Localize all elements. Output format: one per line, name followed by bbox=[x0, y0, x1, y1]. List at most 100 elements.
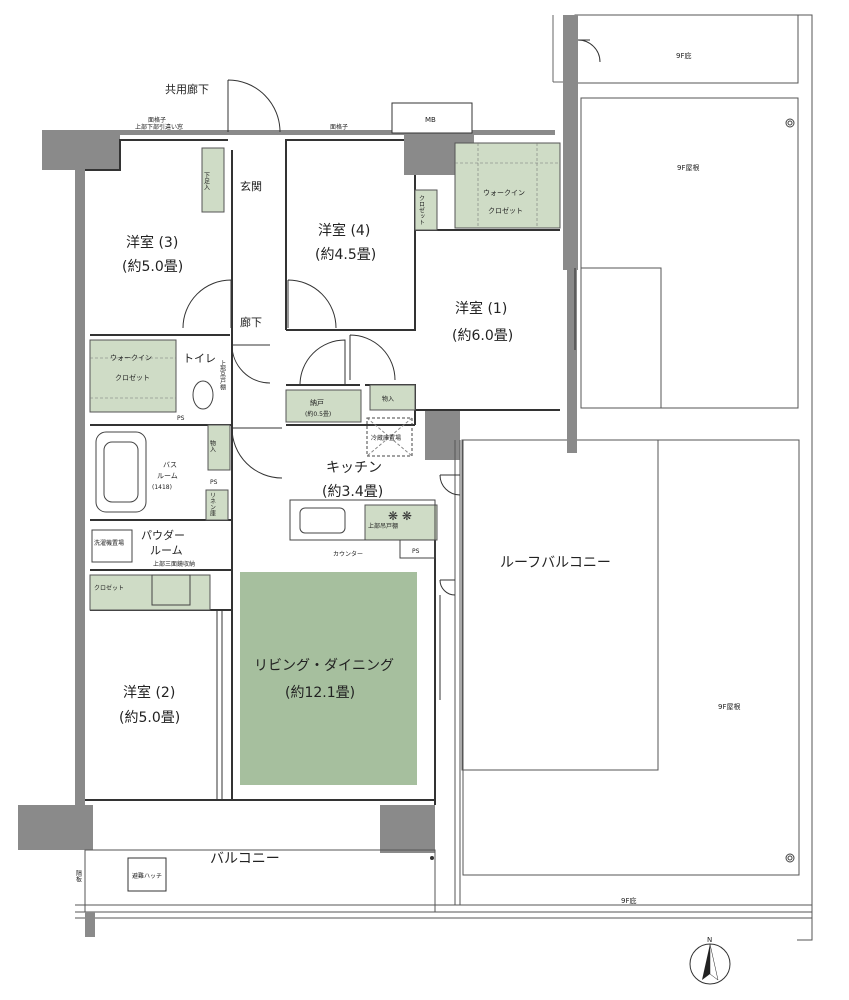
svg-text:9F屋根: 9F屋根 bbox=[718, 702, 740, 711]
wall-right-mid bbox=[567, 268, 577, 453]
partition-wall bbox=[85, 912, 95, 937]
nando bbox=[285, 389, 362, 423]
shoe-storage bbox=[201, 147, 225, 213]
compass-needle-icon bbox=[702, 944, 710, 980]
roof-balcony-door[interactable] bbox=[439, 474, 461, 496]
powder-room-label: パウダー bbox=[141, 528, 185, 542]
column-bottom-mid bbox=[380, 805, 435, 853]
svg-text:クロゼット: クロゼット bbox=[115, 373, 150, 382]
svg-text:(1418): (1418) bbox=[152, 484, 172, 491]
hatch-label: 避難ハッチ bbox=[132, 872, 162, 880]
kitchen-sink bbox=[299, 507, 346, 534]
nando-door[interactable] bbox=[299, 339, 346, 386]
storage-door[interactable] bbox=[349, 334, 396, 381]
bath-door[interactable] bbox=[231, 427, 283, 479]
toilet-label: トイレ bbox=[183, 352, 216, 365]
walk-in-closet-top bbox=[454, 142, 561, 229]
linen-storage bbox=[205, 489, 229, 521]
bathtub bbox=[95, 431, 147, 513]
svg-text:ウォークイン: ウォークイン bbox=[110, 354, 152, 362]
entrance-label: 玄関 bbox=[240, 179, 262, 193]
fridge-spot bbox=[366, 417, 413, 457]
svg-text:面格子: 面格子 bbox=[148, 116, 166, 124]
roof-balcony-panel bbox=[461, 439, 659, 771]
svg-text:9F庇: 9F庇 bbox=[676, 51, 691, 60]
living-dining-size: (約12.1畳) bbox=[285, 685, 355, 701]
shared-corridor-label: 共用廊下 bbox=[165, 82, 209, 96]
svg-text:クロゼット: クロゼット bbox=[488, 206, 523, 215]
shoe-storage-label: 下足入 bbox=[203, 172, 210, 190]
svg-text:面格子: 面格子 bbox=[330, 123, 348, 131]
ps-box-kitchen bbox=[399, 539, 436, 559]
drain-bottom bbox=[785, 853, 795, 863]
walk-in-closet-left bbox=[89, 339, 177, 413]
roof-outer-edge bbox=[797, 14, 813, 941]
svg-text:上部三面鏡収納: 上部三面鏡収納 bbox=[153, 560, 195, 568]
toilet-bowl bbox=[192, 380, 214, 410]
svg-text:物入: 物入 bbox=[382, 395, 394, 403]
roof-9f-top-outline bbox=[580, 97, 799, 409]
svg-text:9F屋根: 9F屋根 bbox=[677, 163, 699, 172]
storage-a bbox=[207, 424, 231, 471]
storage-b bbox=[369, 384, 416, 411]
column-mid-right bbox=[425, 410, 460, 460]
room3-name: 洋室 (3) bbox=[126, 234, 178, 251]
svg-text:バス: バス bbox=[163, 461, 177, 469]
room4-door[interactable] bbox=[287, 279, 337, 329]
toilet-door[interactable] bbox=[231, 344, 271, 384]
closet-room2 bbox=[89, 574, 211, 611]
eave-9f-top-outline bbox=[574, 14, 799, 84]
closet-small bbox=[414, 189, 438, 231]
mb-box bbox=[391, 102, 473, 134]
svg-text:クロゼット: クロゼット bbox=[94, 584, 124, 592]
wall-top-corner bbox=[85, 130, 120, 170]
upper-roof-area bbox=[461, 14, 813, 941]
svg-text:上部吊戸棚: 上部吊戸棚 bbox=[368, 522, 398, 530]
roof-access-door[interactable] bbox=[577, 39, 601, 63]
room4-size: (約4.5畳) bbox=[315, 247, 376, 263]
room2-size: (約5.0畳) bbox=[119, 710, 180, 726]
kitchen-name: キッチン bbox=[326, 460, 382, 476]
svg-text:上部吊戸棚: 上部吊戸棚 bbox=[219, 359, 226, 391]
svg-text:上部下部引違い窓: 上部下部引違い窓 bbox=[135, 123, 183, 131]
svg-text:PS: PS bbox=[412, 548, 420, 555]
wall-right-upper bbox=[563, 15, 578, 270]
room1-size: (約6.0畳) bbox=[452, 328, 513, 344]
svg-text:物入: 物入 bbox=[209, 439, 216, 452]
living-side-door[interactable] bbox=[439, 579, 456, 596]
front-door[interactable] bbox=[227, 79, 281, 133]
svg-text:隔板: 隔板 bbox=[75, 869, 82, 883]
roof-balcony-label: ルーフバルコニー bbox=[500, 555, 611, 571]
room3-size: (約5.0畳) bbox=[122, 259, 183, 275]
svg-text:PS: PS bbox=[177, 415, 185, 422]
svg-text:ルーム: ルーム bbox=[157, 472, 178, 480]
svg-text:リネン庫: リネン庫 bbox=[209, 492, 216, 517]
svg-text:ルーム: ルーム bbox=[150, 544, 183, 557]
svg-text:クロゼット: クロゼット bbox=[418, 195, 425, 225]
room3-door[interactable] bbox=[182, 279, 232, 329]
stove-icon: ❋ ❋ bbox=[388, 509, 412, 523]
kitchen-size: (約3.4畳) bbox=[322, 484, 383, 500]
door-swings bbox=[182, 39, 601, 596]
wall-left bbox=[75, 165, 85, 815]
room2-name: 洋室 (2) bbox=[123, 684, 175, 701]
hallway-label: 廊下 bbox=[240, 315, 262, 329]
kitchen-upper-cabinet bbox=[364, 504, 438, 541]
svg-text:N: N bbox=[707, 936, 712, 944]
column-bottom-left bbox=[18, 805, 93, 850]
drain-top bbox=[785, 118, 795, 128]
svg-text:洗濯機置場: 洗濯機置場 bbox=[94, 539, 124, 547]
living-dining-name: リビング・ダイニング bbox=[254, 658, 394, 674]
svg-text:カウンター: カウンター bbox=[333, 550, 363, 558]
mb-label: MB bbox=[425, 116, 436, 124]
room4-name: 洋室 (4) bbox=[318, 222, 370, 239]
balcony-label: バルコニー bbox=[210, 851, 280, 867]
svg-text:9F庇: 9F庇 bbox=[621, 896, 636, 905]
living-dining-area bbox=[240, 572, 417, 785]
wall-top bbox=[85, 130, 555, 135]
svg-text:冷蔵庫置場: 冷蔵庫置場 bbox=[371, 434, 401, 442]
svg-text:納戸: 納戸 bbox=[310, 398, 324, 407]
roof-panel-a bbox=[580, 267, 662, 409]
washer-spot bbox=[91, 529, 133, 563]
